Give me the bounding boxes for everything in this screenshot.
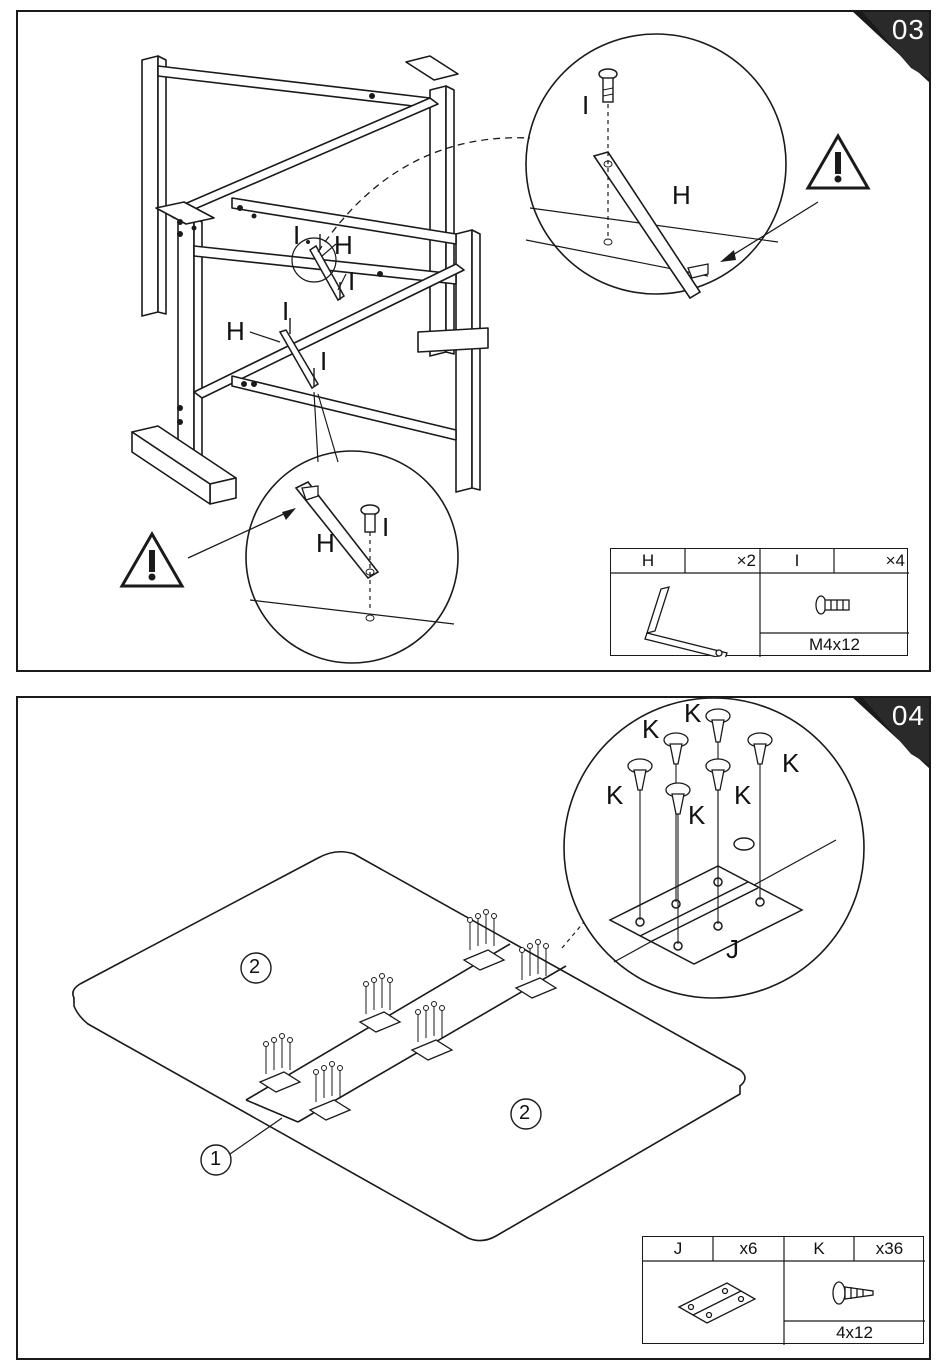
- part-letter: K: [784, 1239, 854, 1259]
- label-part-K: K: [642, 716, 659, 742]
- part-spec: 4x12: [784, 1323, 925, 1343]
- label-part-K: K: [782, 750, 799, 776]
- parts-table: H ×2 I ×4 M4x12: [610, 548, 908, 656]
- detail-circle-hinge: [564, 698, 864, 998]
- label-part-H: H: [672, 182, 691, 208]
- label-part-K: K: [684, 700, 701, 726]
- part-letter: J: [643, 1239, 713, 1259]
- part-quantity: x36: [854, 1239, 925, 1259]
- label-part-I: I: [382, 514, 389, 540]
- step-03-panel: 03: [16, 10, 931, 672]
- warning-triangle-icon: [808, 136, 868, 188]
- label-part-H: H: [316, 530, 335, 556]
- label-part-I: I: [582, 92, 589, 118]
- part-quantity: ×2: [685, 551, 756, 571]
- label-part-H: H: [334, 232, 353, 258]
- part-quantity: x6: [713, 1239, 784, 1259]
- bracket-icon: [645, 587, 727, 657]
- screw-icon: [816, 596, 849, 614]
- label-part-K: K: [688, 802, 705, 828]
- parts-table: J x6 K x36 4x12: [642, 1236, 924, 1344]
- label-part-I: I: [293, 222, 300, 248]
- warning-triangle-icon: [122, 534, 182, 586]
- detail-circle-bottom: [246, 451, 458, 663]
- wood-screw-icon: [833, 1282, 873, 1304]
- label-part-J: J: [726, 936, 739, 962]
- label-part-K: K: [606, 782, 623, 808]
- label-panel-center: 1: [210, 1149, 221, 1169]
- detail-circle-top: [526, 34, 786, 298]
- label-part-H: H: [226, 318, 245, 344]
- label-panel-side: 2: [519, 1103, 530, 1123]
- label-panel-side: 2: [249, 957, 260, 977]
- hinge-icon: [679, 1283, 755, 1323]
- part-quantity: ×4: [834, 551, 905, 571]
- step-04-panel: 04: [16, 696, 931, 1360]
- part-letter: H: [611, 551, 685, 571]
- part-letter: I: [760, 551, 834, 571]
- label-part-I: I: [348, 268, 355, 294]
- label-part-I: I: [320, 348, 327, 374]
- part-spec: M4x12: [760, 635, 909, 655]
- label-part-I: I: [282, 298, 289, 324]
- label-part-K: K: [734, 782, 751, 808]
